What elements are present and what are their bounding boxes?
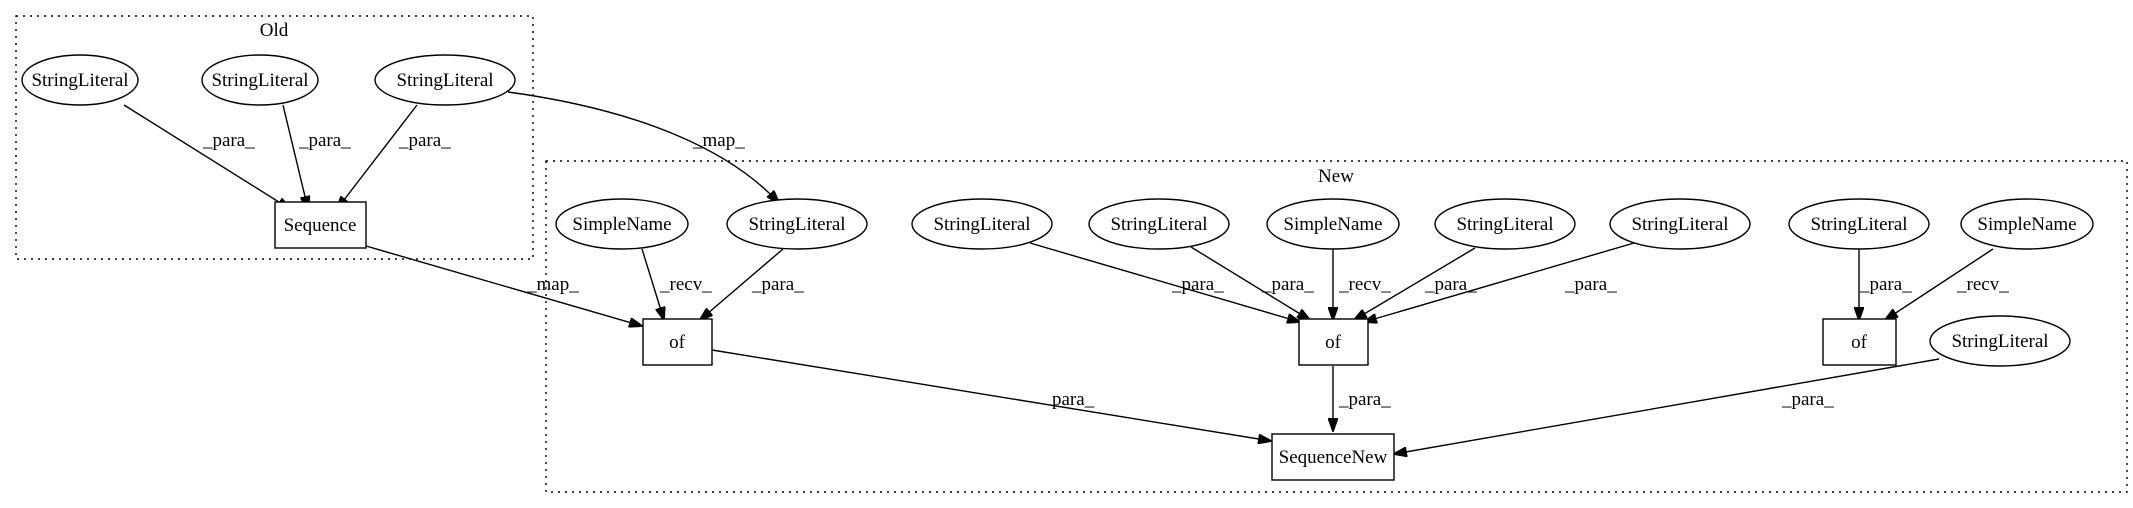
cluster-old-label: Old: [260, 20, 289, 41]
edge-label: _para_: [1781, 389, 1834, 410]
edge-label: _para_: [1424, 274, 1477, 295]
edge-strd-of2: [1354, 247, 1476, 320]
node-of-2: of: [1298, 318, 1369, 366]
node-of-1: of: [642, 318, 713, 366]
node-stringliteral-d: StringLiteral: [1434, 198, 1576, 250]
edge-strc-of2: [1190, 246, 1310, 320]
cluster-old: Old: [15, 15, 534, 260]
edge-label: _para_: [298, 130, 351, 151]
edge-stre-of2: [1364, 242, 1635, 322]
edge-label: _para_: [1261, 274, 1314, 295]
node-simplename-1: SimpleName: [555, 198, 689, 250]
cluster-new-label: New: [1318, 166, 1354, 187]
edge-label: _map_: [692, 130, 745, 151]
edge-oldstr2-sequence: [282, 104, 308, 209]
svg-text:StringLiteral: StringLiteral: [933, 214, 1030, 235]
svg-text:StringLiteral: StringLiteral: [748, 214, 845, 235]
node-old-stringliteral-2: StringLiteral: [201, 54, 319, 106]
edge-label: _para_: [1338, 389, 1391, 410]
node-simplename-2: SimpleName: [1266, 198, 1400, 250]
svg-text:StringLiteral: StringLiteral: [1810, 214, 1907, 235]
edge-label: para_: [1052, 389, 1095, 410]
edge-stra-of1: [700, 248, 784, 320]
node-old-stringliteral-1: StringLiteral: [21, 54, 139, 106]
edge-label: _map_: [526, 274, 579, 295]
edges: _para_ _para_ _para_ _map_ _map_ _recv_ …: [123, 91, 2009, 454]
svg-text:StringLiteral: StringLiteral: [211, 70, 308, 91]
edge-strb-of2: [1029, 242, 1300, 322]
edge-oldstr3-sequence: [337, 104, 418, 209]
edge-label: _para_: [202, 130, 255, 151]
node-old-stringliteral-3: StringLiteral: [374, 54, 516, 106]
edge-label: _recv_: [659, 274, 712, 295]
edge-label: _para_: [751, 274, 804, 295]
svg-text:Sequence: Sequence: [284, 215, 357, 236]
edge-sequence-of1-map: [365, 245, 642, 326]
svg-text:of: of: [669, 332, 686, 353]
svg-text:StringLiteral: StringLiteral: [396, 70, 493, 91]
svg-text:SimpleName: SimpleName: [572, 214, 671, 235]
edge-label: _para_: [1171, 274, 1224, 295]
node-of-3: of: [1822, 318, 1897, 366]
edge-label: _para_: [1859, 274, 1912, 295]
node-sequencenew: SequenceNew: [1271, 433, 1395, 481]
node-stringliteral-b: StringLiteral: [911, 198, 1053, 250]
svg-text:SimpleName: SimpleName: [1977, 214, 2076, 235]
svg-text:SequenceNew: SequenceNew: [1279, 447, 1388, 468]
edge-label: _recv_: [1338, 274, 1391, 295]
svg-text:of: of: [1325, 332, 1342, 353]
node-sequence: Sequence: [274, 201, 367, 249]
svg-text:StringLiteral: StringLiteral: [1631, 214, 1728, 235]
edge-simplename1-of1: [641, 248, 664, 320]
node-stringliteral-e: StringLiteral: [1609, 198, 1751, 250]
edge-oldstr3-stra-map: [507, 91, 779, 203]
svg-text:StringLiteral: StringLiteral: [1456, 214, 1553, 235]
svg-text:StringLiteral: StringLiteral: [31, 70, 128, 91]
edge-label: _para_: [398, 130, 451, 151]
node-stringliteral-c: StringLiteral: [1088, 198, 1230, 250]
edge-oldstr1-sequence: [123, 104, 290, 209]
svg-text:of: of: [1851, 332, 1868, 353]
node-stringliteral-a: StringLiteral: [726, 198, 868, 250]
edge-strg-sequencenew: [1394, 358, 1940, 454]
svg-text:StringLiteral: StringLiteral: [1951, 331, 2048, 352]
edge-label: _para_: [1564, 274, 1617, 295]
edge-of1-sequencenew: [711, 349, 1271, 441]
node-stringliteral-g: StringLiteral: [1929, 315, 2071, 367]
svg-text:StringLiteral: StringLiteral: [1110, 214, 1207, 235]
node-simplename-3: SimpleName: [1960, 198, 2094, 250]
node-stringliteral-f: StringLiteral: [1788, 198, 1930, 250]
edge-simplename3-of3: [1885, 248, 1994, 320]
cluster-new: New: [545, 160, 2128, 493]
svg-text:SimpleName: SimpleName: [1283, 214, 1382, 235]
edge-label: _recv_: [1956, 274, 2009, 295]
